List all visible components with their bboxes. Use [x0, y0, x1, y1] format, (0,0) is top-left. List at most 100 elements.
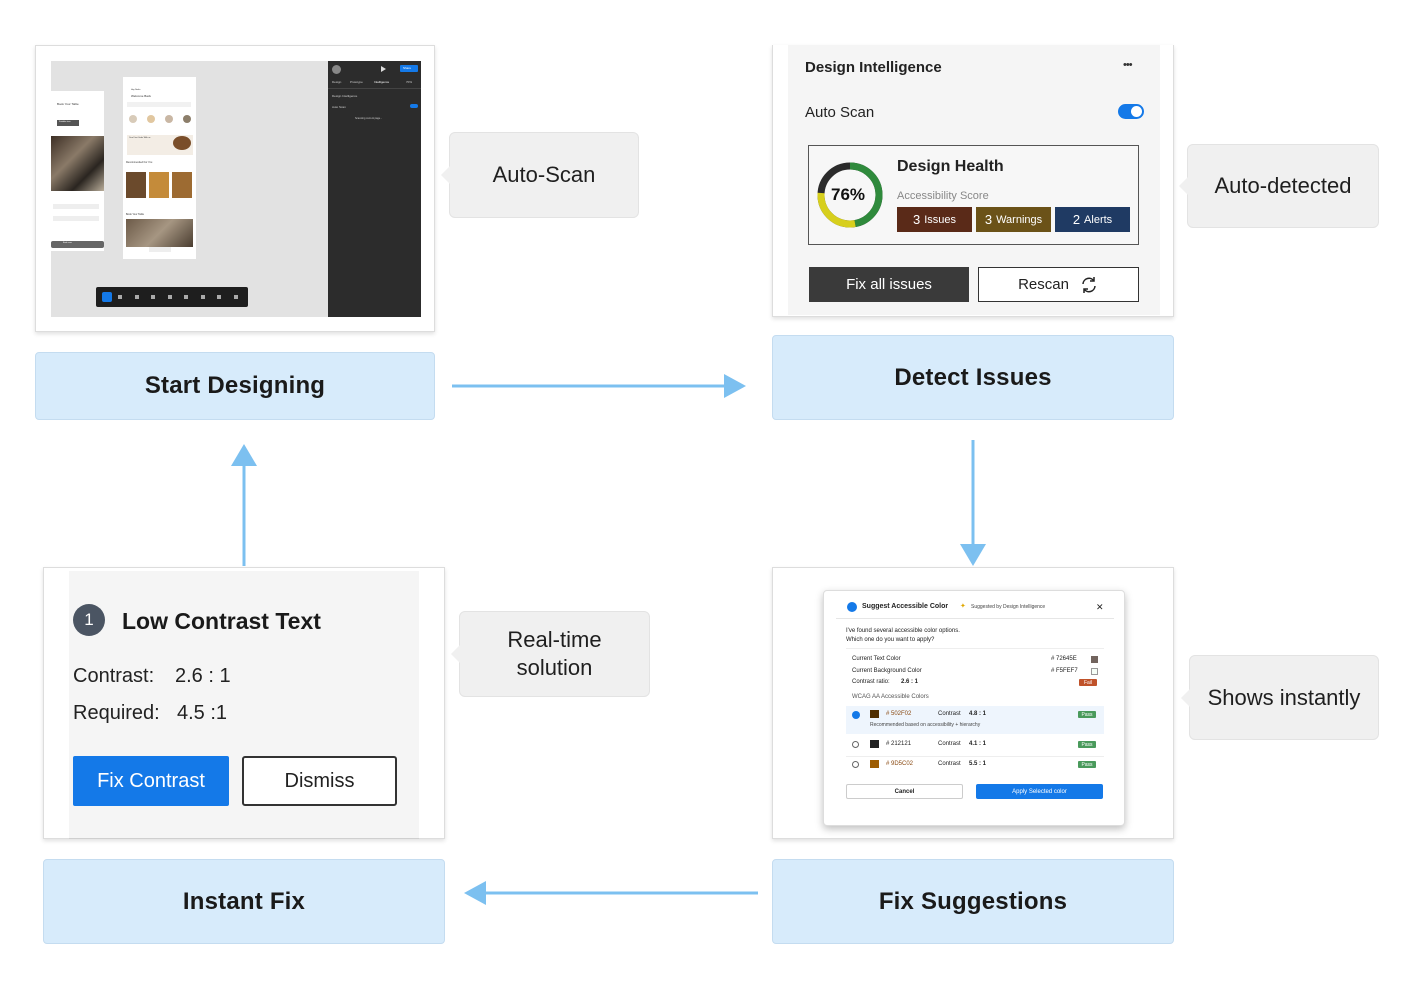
option-1-note: Recommended based on accessibility + hie… [870, 722, 981, 728]
contrast-ratio-value: 2.6 : 1 [901, 679, 919, 685]
bottom-toolbar[interactable] [96, 287, 248, 307]
dismiss-button[interactable]: Dismiss [242, 756, 397, 806]
tab-intelligence[interactable]: Intelligence [374, 80, 390, 84]
design-canvas: Book Your Table Suitable time Book now H… [51, 61, 328, 317]
current-bg-value: # F5FEF7 [1051, 668, 1078, 674]
fail-badge: Fail [1079, 679, 1097, 686]
more-icon[interactable]: ••• [1123, 59, 1133, 71]
dish-photo-3 [172, 172, 192, 198]
score-label: Accessibility Score [897, 190, 989, 202]
stage-instant-label: Instant Fix [182, 887, 306, 915]
callout-realtime-line2: solution [516, 655, 593, 680]
auto-scan-toggle[interactable] [410, 104, 418, 108]
dialog-subtitle: Suggested by Design Intelligence [971, 604, 1046, 610]
option-3-swatch [870, 760, 879, 768]
current-text-swatch [1091, 656, 1098, 663]
arrow-head-down [960, 544, 986, 566]
current-text-value: # 72645E [1051, 656, 1077, 662]
auto-scan-toggle[interactable] [1118, 104, 1144, 119]
recommended-heading: Recommended For You [126, 161, 153, 164]
score-ring-green [817, 162, 883, 228]
color-option-3[interactable]: # 9D5C02 Contrast 5.5 : 1 Pass [846, 756, 1104, 770]
callout-realtime-line1: Real-time [507, 627, 602, 652]
option-1-contrast: 4.8 : 1 [969, 711, 987, 717]
cancel-button[interactable]: Cancel [846, 784, 963, 799]
cancel-label: Cancel [894, 788, 915, 795]
option-3-pass-badge: Pass [1078, 761, 1096, 768]
mobile-frame-booking: Book Your Table Suitable time Book now [51, 91, 104, 251]
stage-detect-issues: Detect Issues [772, 335, 1174, 420]
intro-line-2: Which one do you want to apply? [846, 637, 935, 643]
option-1-hex: # 502F02 [886, 711, 912, 717]
tab-prototype[interactable]: Prototype [350, 80, 363, 84]
mobile-frame-home: Hey Nadia Welcome Back Your First Order … [123, 77, 196, 259]
option-2-status: Pass [1081, 741, 1093, 748]
option-3-status: Pass [1081, 761, 1093, 768]
toggle-knob [1131, 106, 1142, 117]
alerts-badge[interactable]: 2 Alerts [1055, 207, 1130, 232]
issues-badge[interactable]: 3 Issues [897, 207, 972, 232]
issues-label: Issues [924, 213, 957, 226]
apply-label: Apply Selected color [1012, 788, 1067, 795]
selected-check-icon [852, 711, 860, 719]
play-icon[interactable] [381, 66, 386, 72]
move-tool-icon[interactable] [102, 292, 112, 302]
share-button[interactable] [400, 65, 418, 72]
wcag-heading: WCAG AA Accessible Colors [852, 694, 929, 700]
score-ring [817, 162, 883, 228]
first-order-text: Your First Order With us [129, 137, 151, 139]
issue-number: 1 [84, 610, 94, 629]
callout-realtime-solution: Real-time solution [451, 611, 650, 697]
low-contrast-panel: 1 Low Contrast Text Contrast: 2.6 : 1 Re… [69, 571, 419, 839]
fix-all-label: Fix all issues [846, 276, 932, 293]
zoom-level[interactable]: 70% [406, 80, 413, 84]
tool-icons[interactable] [118, 295, 238, 299]
contrast-value: 2.6 : 1 [175, 665, 231, 687]
fix-contrast-button[interactable]: Fix Contrast [73, 756, 229, 806]
fix-all-issues-button[interactable]: Fix all issues [809, 267, 969, 302]
table-photo [126, 219, 193, 247]
callout-auto-scan: Auto-Scan [441, 132, 639, 218]
score-ring-yellow [817, 162, 883, 228]
warnings-count: 3 [984, 212, 993, 227]
color-option-2[interactable]: # 212121 Contrast 4.1 : 1 Pass [846, 737, 1104, 751]
apply-selected-color-button[interactable]: Apply Selected color [976, 784, 1103, 799]
callout-shows-instantly-text: Shows instantly [1207, 684, 1361, 710]
option-1-contrast-label: Contrast [938, 711, 961, 717]
rescan-button[interactable]: Rescan [978, 267, 1139, 302]
option-1-pass-badge: Pass [1078, 711, 1096, 718]
option-1-swatch [870, 710, 879, 718]
close-icon[interactable]: ✕ [1096, 602, 1104, 612]
alerts-label: Alerts [1084, 213, 1113, 226]
design-health-box: 76% Design Health Accessibility Score 3 … [808, 145, 1139, 245]
option-3-contrast: 5.5 : 1 [969, 761, 987, 767]
tab-design[interactable]: Design [332, 80, 342, 84]
arrow-head-right [724, 374, 746, 398]
dismiss-label: Dismiss [284, 769, 355, 792]
first-order-food [173, 136, 191, 150]
panel-divider [328, 88, 421, 89]
arrow-head-left [464, 881, 486, 905]
option-1-status: Pass [1081, 711, 1093, 718]
stage-detect-label: Detect Issues [894, 363, 1052, 391]
suitable-time-label: Suitable time [59, 121, 71, 123]
avatar[interactable] [332, 65, 341, 74]
color-option-1[interactable]: # 502F02 Contrast 4.8 : 1 Pass Recommend… [846, 706, 1104, 734]
welcome-text: Welcome Back [131, 94, 151, 98]
current-bg-swatch [1091, 668, 1098, 675]
header-divider [836, 618, 1114, 619]
callout-shows-instantly: Shows instantly [1181, 655, 1379, 740]
option-2-swatch [870, 740, 879, 748]
intro-line-1: I've found several accessible color opti… [846, 628, 960, 634]
option-2-radio[interactable] [852, 741, 859, 748]
spark-icon: ✦ [960, 603, 966, 610]
suggestion-card: Suggest Accessible Color ✦ Suggested by … [772, 567, 1174, 839]
required-value: 4.5 :1 [177, 702, 228, 724]
auto-scan-label: Auto Scan [332, 105, 346, 109]
dish-photo-2 [149, 172, 169, 198]
refresh-icon [1082, 276, 1096, 293]
dish-photo-1 [126, 172, 146, 198]
warnings-badge[interactable]: 3 Warnings [976, 207, 1051, 232]
suitable-time-button [57, 120, 79, 126]
option-3-radio[interactable] [852, 761, 859, 768]
